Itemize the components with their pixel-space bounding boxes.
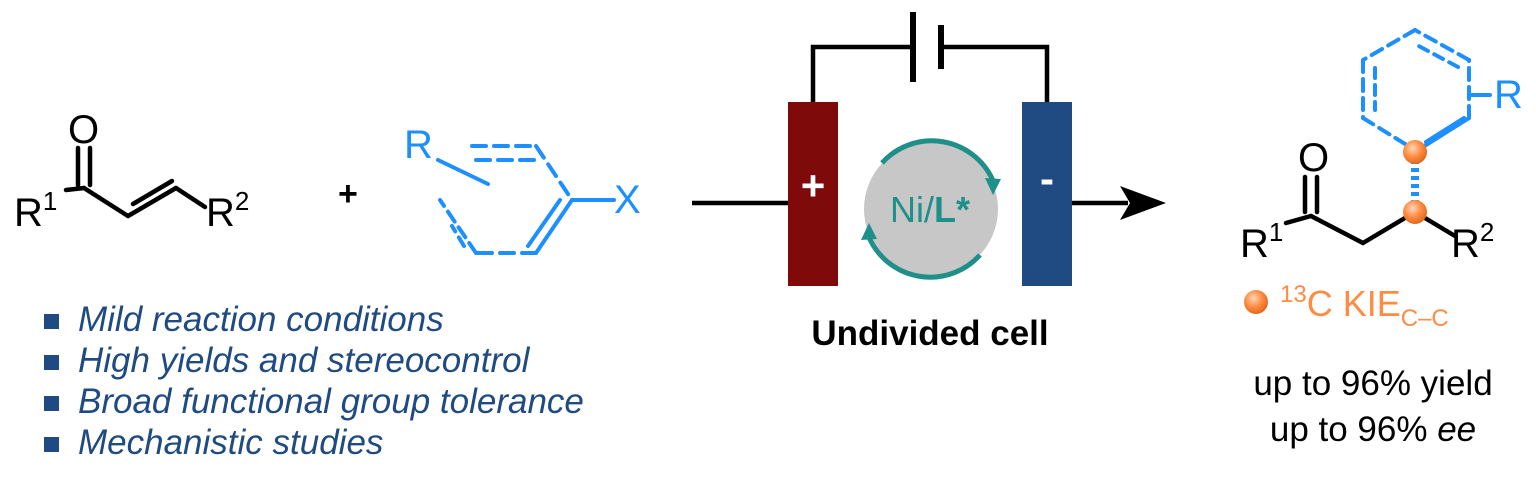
ee-result-prefix: up to 96% [1270, 410, 1437, 449]
bullet-icon [44, 355, 59, 370]
product-oxygen: O [1298, 136, 1329, 180]
cell-caption: Undivided cell [811, 314, 1048, 353]
aryl-halide-r-label: R [404, 123, 433, 167]
kie-marker-icon [1244, 290, 1268, 314]
reaction-arrow-head [1120, 186, 1166, 220]
bullet-icon [44, 437, 59, 452]
enone-r2-main: R [206, 191, 235, 235]
bullet-icon [44, 396, 59, 411]
product-aryl-bonds [1361, 28, 1492, 154]
catalyst-label: Ni/L* [890, 189, 970, 230]
bullet-icon [44, 314, 59, 329]
enone-r2-sup: 2 [235, 186, 249, 216]
anode-sign: + [801, 162, 826, 209]
catalyst-metal: Ni/ [890, 189, 934, 230]
enone-oxygen: O [68, 108, 99, 152]
kie-label: 13C KIEC–C [1280, 281, 1449, 332]
catalytic-cycle-disc [864, 142, 998, 276]
aryl-halide-bonds [436, 144, 616, 255]
catalytic-cycle-arrowhead-right [985, 178, 1001, 195]
catalytic-cycle-arc-left [865, 234, 982, 280]
enone-r1-main: R [14, 191, 43, 235]
kie-sub: C–C [1401, 305, 1449, 332]
kie-sup: 13 [1280, 281, 1307, 308]
catalyst-ligand: L* [934, 189, 970, 230]
isotope-marker-lower [1403, 200, 1427, 224]
battery-icon [910, 12, 944, 82]
anode-electrode [788, 102, 838, 286]
product-aryl-r-label: R [1494, 73, 1523, 117]
yield-result: up to 96% yield [1253, 364, 1492, 403]
product-r2-main: R [1451, 222, 1480, 266]
product-r1-label: R1 [1240, 217, 1283, 266]
electrochemical-cell: + - Ni/L* Undivided cell [692, 12, 1166, 353]
product-r1-main: R [1240, 222, 1269, 266]
product-r1-sup: 1 [1269, 217, 1283, 247]
aryl-halide-reactant: R X [404, 123, 641, 255]
product-r2-sup: 2 [1480, 217, 1494, 247]
enone-r2-label: R2 [206, 186, 249, 235]
feature-list: Mild reaction conditions High yields and… [44, 300, 584, 462]
cathode-electrode [1022, 102, 1072, 286]
enone-bonds [63, 145, 208, 219]
feature-item-4: Mechanistic studies [78, 423, 383, 462]
cell-wires [810, 44, 1050, 106]
product-r2-label: R2 [1451, 217, 1494, 266]
feature-item-2: High yields and stereocontrol [78, 341, 531, 380]
cathode-sign: - [1040, 155, 1054, 202]
enone-reactant: O R1 R2 [14, 108, 249, 235]
aryl-halide-x-label: X [614, 178, 641, 222]
ee-result: up to 96% ee [1270, 410, 1476, 449]
enone-r1-label: R1 [14, 186, 57, 235]
isotope-marker-upper [1403, 140, 1427, 164]
feature-item-3: Broad functional group tolerance [78, 382, 584, 421]
feature-item-1: Mild reaction conditions [78, 300, 444, 339]
enone-r1-sup: 1 [43, 186, 57, 216]
catalytic-cycle-arc-right [880, 138, 997, 184]
plus-sign: + [338, 175, 358, 213]
ee-result-italic: ee [1437, 410, 1476, 449]
catalytic-cycle-arrowhead-left [861, 223, 877, 240]
product-black-bonds [1283, 174, 1458, 246]
kie-main: C KIE [1307, 283, 1401, 324]
product: R O R1 R2 13C KIEC–C up to 96% yield up … [1240, 28, 1523, 449]
catalytic-cycle: Ni/L* [861, 138, 1001, 280]
